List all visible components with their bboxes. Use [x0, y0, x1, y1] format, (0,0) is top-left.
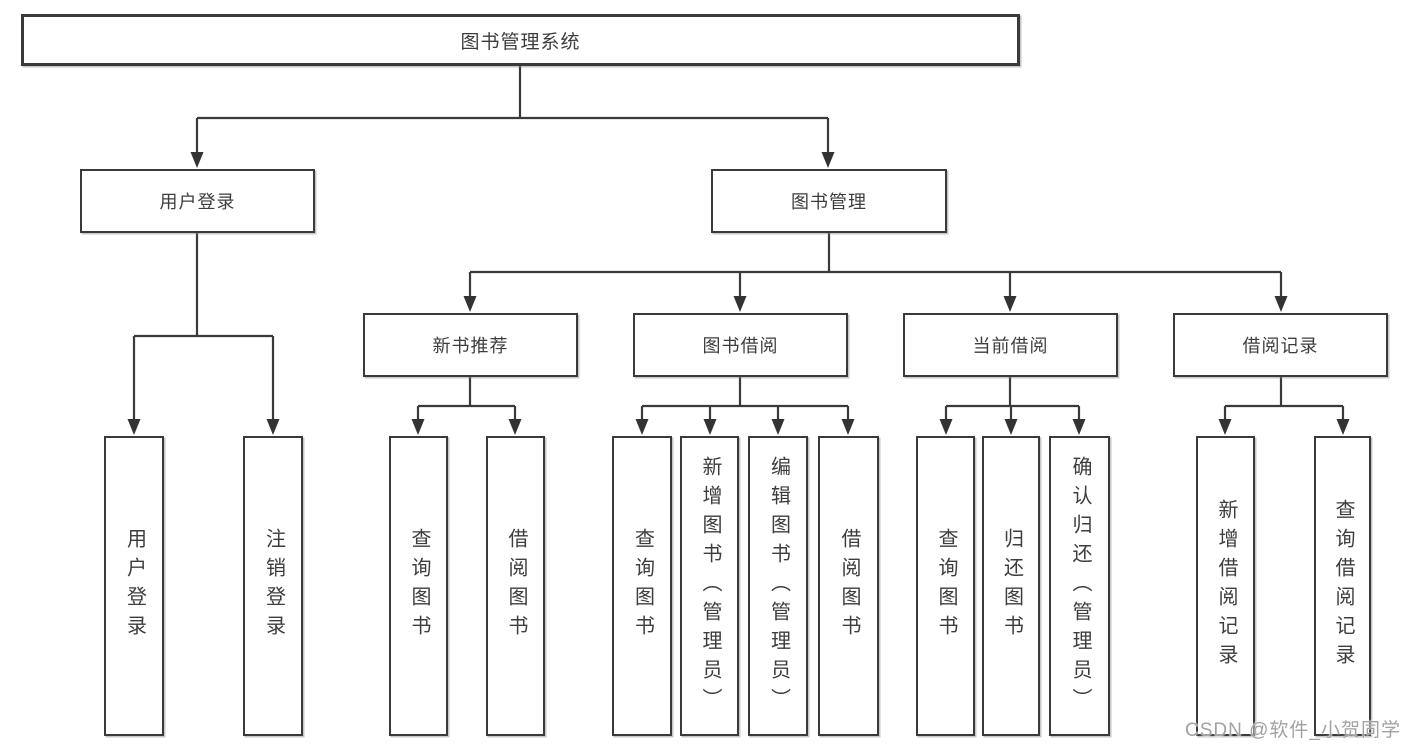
arrowhead-icons	[127, 152, 1350, 435]
node-current-borrow: 当前借阅	[903, 313, 1118, 377]
node-label: 查询借阅记录	[1332, 499, 1354, 673]
leaf-edit-books-admin: 编辑图书（管理员）	[748, 436, 808, 736]
node-label: 当前借阅	[972, 336, 1049, 356]
node-system-root: 图书管理系统	[21, 14, 1020, 66]
node-borrow-records: 借阅记录	[1173, 313, 1388, 377]
node-label: 图书管理	[791, 192, 867, 212]
leaf-current-query-books: 查询图书	[916, 436, 975, 736]
leaf-recommend-query-books: 查询图书	[389, 436, 448, 736]
leaf-logout: 注销登录	[243, 436, 303, 736]
node-book-management: 图书管理	[711, 169, 947, 233]
node-label: 查询图书	[935, 528, 957, 644]
node-label: 用户登录	[123, 528, 146, 644]
node-label: 查询图书	[631, 528, 654, 644]
leaf-query-borrow-record: 查询借阅记录	[1314, 436, 1371, 736]
csdn-watermark: CSDN @软件_小贺同学	[1185, 720, 1401, 741]
node-label: 图书借阅	[702, 336, 779, 356]
node-label: 归还图书	[1000, 528, 1023, 644]
node-label: 借阅图书	[505, 528, 527, 644]
node-label: 用户登录	[159, 192, 236, 212]
node-label: 新增借阅记录	[1215, 499, 1237, 673]
node-label: 编辑图书（管理员）	[767, 455, 790, 717]
leaf-borrow-books: 借阅图书	[818, 436, 879, 736]
node-label: 查询图书	[408, 528, 430, 644]
node-label: 新增图书（管理员）	[699, 455, 721, 717]
leaf-borrow-query-books: 查询图书	[612, 436, 672, 736]
leaf-add-borrow-record: 新增借阅记录	[1196, 436, 1255, 736]
node-label: 借阅记录	[1242, 336, 1319, 356]
node-label: 注销登录	[262, 528, 285, 644]
node-label: 新书推荐	[432, 336, 509, 356]
node-label: 图书管理系统	[460, 31, 581, 53]
node-label: 确认归还（管理员）	[1069, 455, 1091, 717]
node-new-book-recommend: 新书推荐	[363, 313, 578, 377]
leaf-user-login: 用户登录	[104, 436, 164, 736]
node-book-borrow: 图书借阅	[633, 313, 848, 377]
leaf-recommend-borrow-books: 借阅图书	[486, 436, 545, 736]
leaf-return-books: 归还图书	[982, 436, 1040, 736]
node-user-login: 用户登录	[80, 169, 315, 233]
leaf-add-books-admin: 新增图书（管理员）	[680, 436, 739, 736]
node-label: 借阅图书	[838, 528, 860, 644]
leaf-confirm-return-admin: 确认归还（管理员）	[1049, 436, 1110, 736]
